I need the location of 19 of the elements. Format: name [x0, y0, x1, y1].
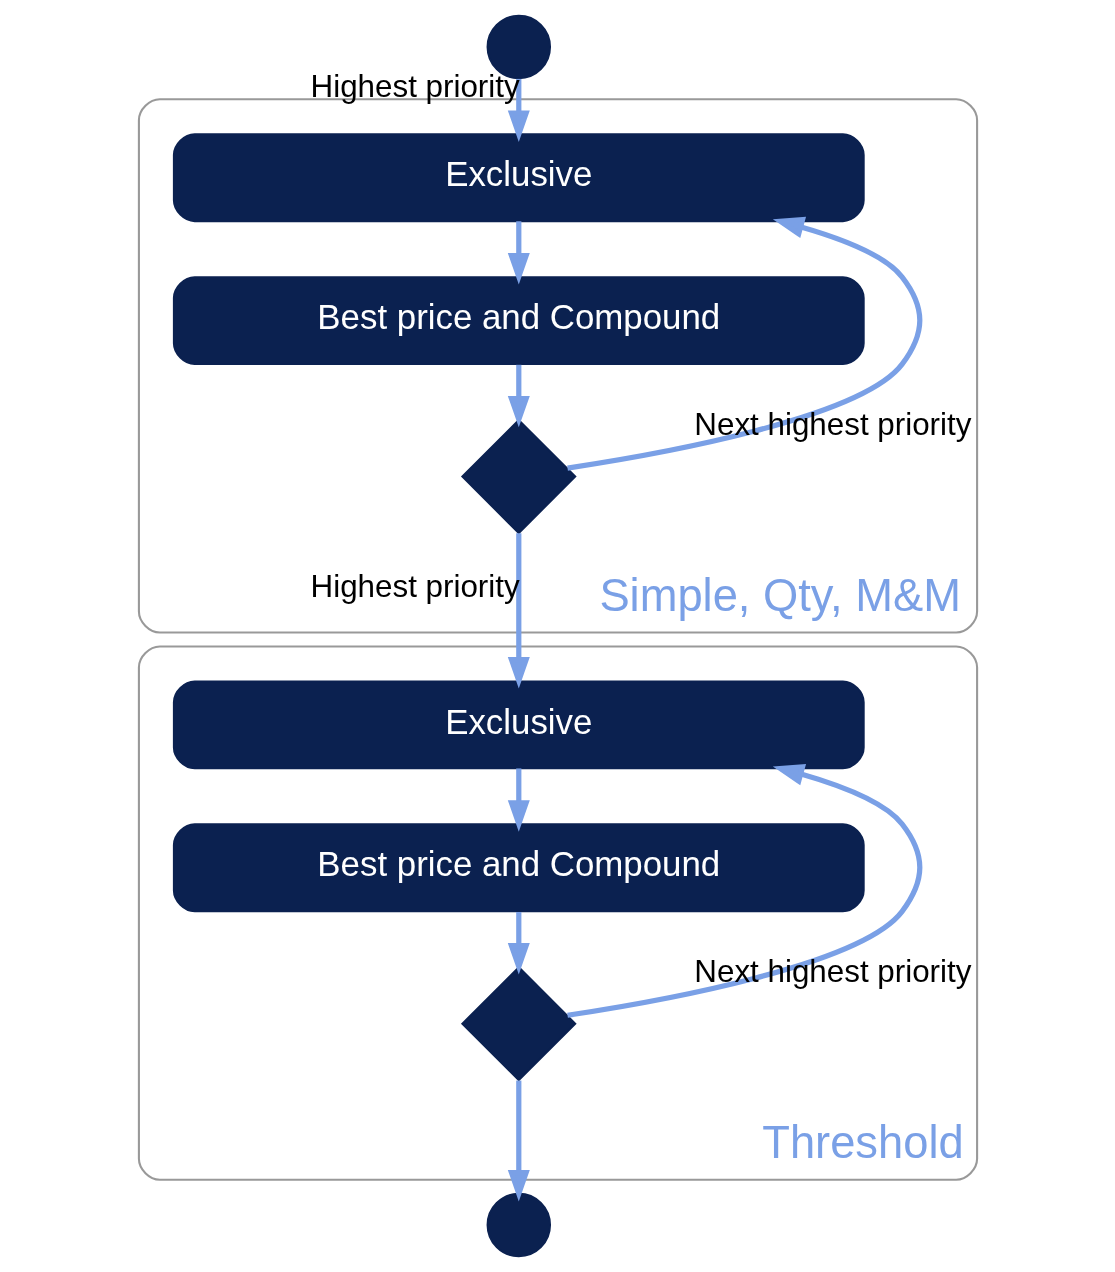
node-diamond [460, 418, 577, 535]
arrow [507, 768, 530, 832]
arrow [507, 78, 530, 142]
arrow [566, 764, 922, 1018]
edge-label: Highest priority [310, 569, 520, 605]
node-box: Best price and Compound [172, 823, 865, 913]
node-box: Best price and Compound [172, 276, 865, 366]
node-diamond [460, 965, 577, 1082]
arrow [507, 533, 530, 689]
edge-label: Next highest priority [693, 407, 971, 443]
arrow [507, 364, 530, 428]
arrow [507, 911, 530, 975]
arrow [507, 221, 530, 285]
node-box: Exclusive [172, 680, 865, 770]
node-box: Exclusive [172, 133, 865, 223]
arrow [507, 1080, 530, 1202]
node-circle [486, 1192, 551, 1258]
arrow [566, 216, 922, 471]
edge-label: Next highest priority [693, 954, 971, 990]
